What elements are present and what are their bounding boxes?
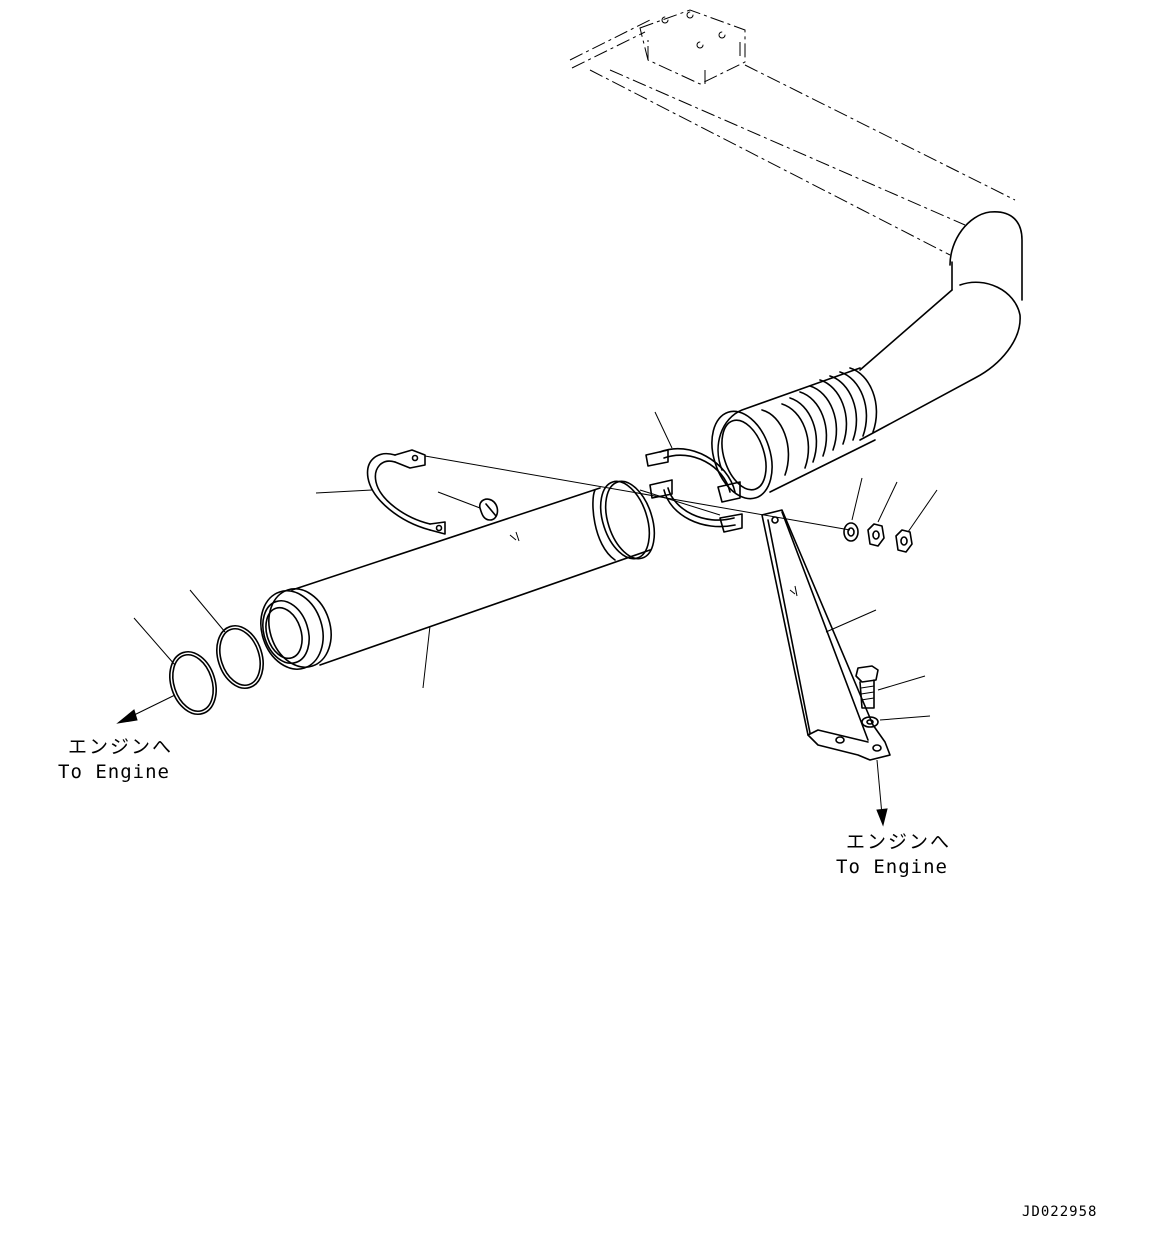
leader-lines — [133, 411, 938, 721]
u-bolt — [366, 449, 446, 535]
right-engine-label-en: To Engine — [836, 856, 948, 878]
upper-pipe-bellows — [711, 211, 1023, 500]
main-pipe — [260, 480, 656, 670]
arrow-to-engine-left — [116, 694, 176, 724]
bolt — [855, 665, 879, 728]
washer-nuts — [843, 522, 913, 553]
assembly-lines — [424, 455, 851, 531]
arrow-to-engine-right — [876, 759, 888, 827]
left-engine-label-ja: エンジンへ — [68, 736, 174, 758]
drawing-code: JD022958 — [1022, 1204, 1098, 1220]
o-rings — [169, 625, 264, 715]
right-engine-label-ja: エンジンへ — [846, 831, 952, 853]
hose-clamp — [645, 447, 743, 533]
phantom-frame — [569, 9, 1016, 256]
left-engine-label-en: To Engine — [58, 761, 170, 783]
breather-plug — [478, 498, 499, 521]
support-bracket — [761, 509, 891, 761]
